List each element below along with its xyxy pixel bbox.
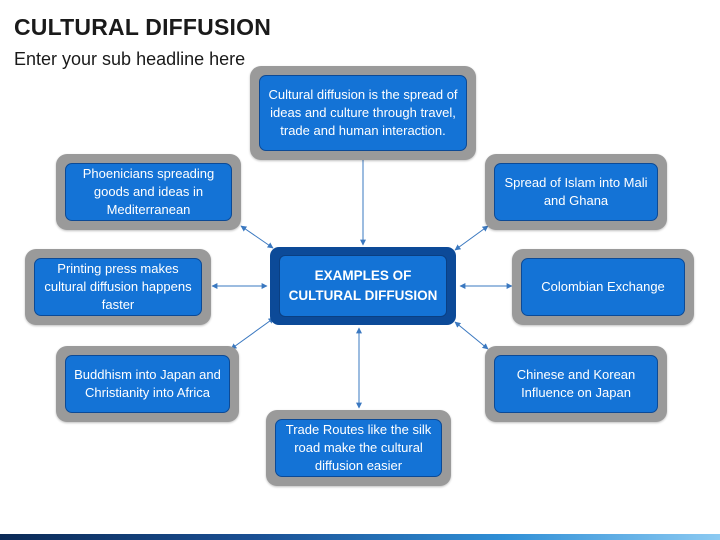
node-islam-text: Spread of Islam into Mali and Ghana: [494, 163, 658, 221]
center-node: EXAMPLES OF CULTURAL DIFFUSION: [270, 247, 456, 325]
node-columbian-text: Colombian Exchange: [521, 258, 685, 316]
node-phoenicians-text: Phoenicians spreading goods and ideas in…: [65, 163, 232, 221]
node-printing-text: Printing press makes cultural diffusion …: [34, 258, 202, 316]
slide-title: CULTURAL DIFFUSION: [14, 14, 272, 40]
node-definition-text: Cultural diffusion is the spread of idea…: [259, 75, 467, 151]
node-buddhism: Buddhism into Japan and Christianity int…: [56, 346, 239, 422]
slide-subtitle: Enter your sub headline here: [14, 49, 246, 69]
node-buddhism-text: Buddhism into Japan and Christianity int…: [65, 355, 230, 413]
node-chinese-korean: Chinese and Korean Influence on Japan: [485, 346, 667, 422]
arrow-buddhism-icon: [230, 317, 275, 350]
footer-gradient-bar: [0, 534, 720, 540]
node-definition: Cultural diffusion is the spread of idea…: [250, 66, 476, 160]
node-columbian: Colombian Exchange: [512, 249, 694, 325]
center-node-label: EXAMPLES OF CULTURAL DIFFUSION: [279, 255, 447, 317]
node-printing: Printing press makes cultural diffusion …: [25, 249, 211, 325]
arrow-islam-icon: [454, 225, 489, 251]
node-islam: Spread of Islam into Mali and Ghana: [485, 154, 667, 230]
node-chinese-korean-text: Chinese and Korean Influence on Japan: [494, 355, 658, 413]
node-trade-routes-text: Trade Routes like the silk road make the…: [275, 419, 442, 477]
arrow-phoenicians-icon: [240, 225, 274, 249]
node-phoenicians: Phoenicians spreading goods and ideas in…: [56, 154, 241, 230]
node-trade-routes: Trade Routes like the silk road make the…: [266, 410, 451, 486]
arrow-chinese-korean-icon: [454, 321, 489, 350]
